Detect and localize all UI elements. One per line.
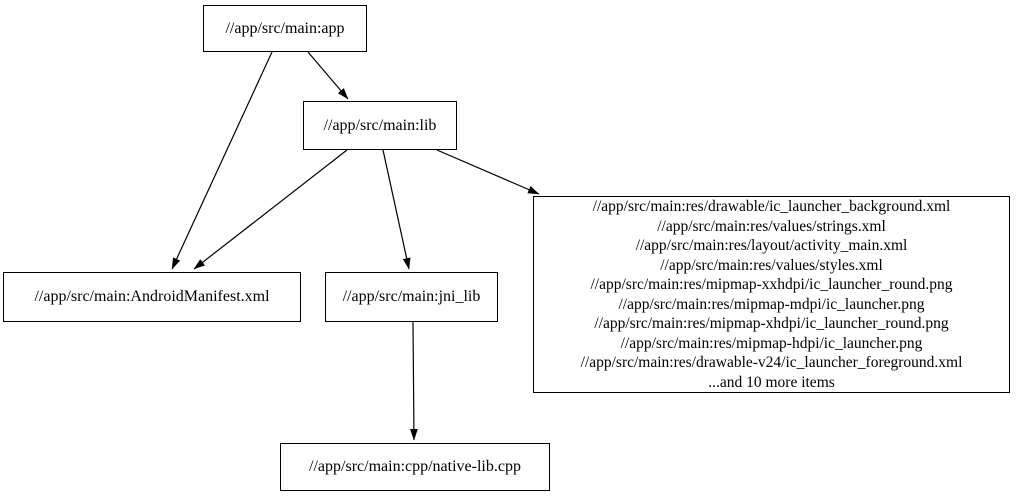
node-native-lib-label: //app/src/main:cpp/native-lib.cpp <box>309 458 521 476</box>
edge-lib-to-jni-lib <box>382 149 411 270</box>
node-android-manifest: //app/src/main:AndroidManifest.xml <box>3 272 301 322</box>
edge-app-to-lib <box>307 51 349 100</box>
res-group-line: //app/src/main:res/mipmap-hdpi/ic_launch… <box>620 334 923 352</box>
edge-jni-lib-to-native-lib <box>410 321 418 441</box>
node-android-manifest-label: //app/src/main:AndroidManifest.xml <box>34 288 270 306</box>
res-group-line: //app/src/main:res/mipmap-xhdpi/ic_launc… <box>594 315 949 332</box>
node-res-group: //app/src/main:res/drawable/ic_launcher_… <box>533 196 1010 393</box>
res-group-line: //app/src/main:res/drawable-v24/ic_launc… <box>580 354 963 371</box>
node-jni-lib-label: //app/src/main:jni_lib <box>342 288 481 306</box>
node-lib: //app/src/main:lib <box>303 101 457 150</box>
res-group-line: //app/src/main:res/values/styles.xml <box>660 256 883 274</box>
edge-app-to-android-manifest <box>171 51 273 270</box>
res-group-line: //app/src/main:res/mipmap-xxhdpi/ic_laun… <box>590 276 953 293</box>
res-group-line: //app/src/main:res/values/strings.xml <box>657 217 886 235</box>
edge-lib-to-res-group <box>436 149 540 195</box>
res-group-line: //app/src/main:res/layout/activity_main.… <box>635 237 908 254</box>
node-native-lib: //app/src/main:cpp/native-lib.cpp <box>280 443 550 491</box>
node-jni-lib: //app/src/main:jni_lib <box>325 272 498 322</box>
node-app-label: //app/src/main:app <box>225 19 345 37</box>
edge-lib-to-android-manifest <box>193 149 348 270</box>
node-app: //app/src/main:app <box>203 5 367 52</box>
res-group-more-items: ...and 10 more items <box>708 373 835 391</box>
res-group-line: //app/src/main:res/drawable/ic_launcher_… <box>592 198 951 215</box>
res-group-line: //app/src/main:res/mipmap-mdpi/ic_launch… <box>618 295 925 313</box>
node-lib-label: //app/src/main:lib <box>323 116 437 134</box>
